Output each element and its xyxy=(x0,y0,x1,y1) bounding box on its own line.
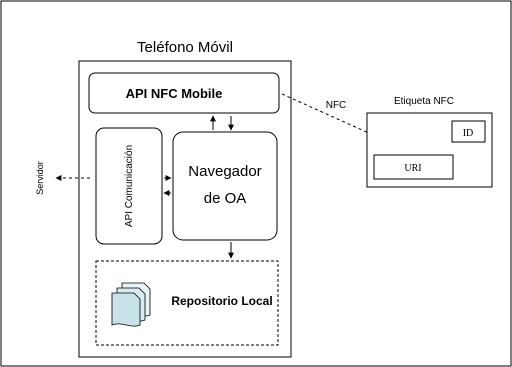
repositorio-local-label: Repositorio Local xyxy=(171,294,272,308)
nfc-link-label: NFC xyxy=(326,100,347,111)
servidor-label: Servidor xyxy=(35,161,45,195)
phone-title: Teléfono Móvil xyxy=(137,39,233,56)
api-nfc-mobile-box xyxy=(88,72,280,114)
tag-uri-label: URI xyxy=(404,163,421,174)
navegador-label-line1: Navegador xyxy=(188,163,261,180)
repositorio-local-box xyxy=(95,260,279,346)
api-nfc-mobile-label: API NFC Mobile xyxy=(126,86,223,101)
tag-id-label: ID xyxy=(463,128,474,139)
navegador-box xyxy=(172,131,278,241)
phone-box xyxy=(78,60,292,358)
tag-uri-box xyxy=(373,154,454,180)
nfc-link-arrow xyxy=(281,93,383,140)
api-comunicacion-label: API Comunicación xyxy=(124,145,135,227)
tag-id-box xyxy=(451,120,486,143)
api-comunicacion-box xyxy=(95,127,163,245)
etiqueta-nfc-title: Etiqueta NFC xyxy=(394,96,454,107)
document-stack-icon xyxy=(111,282,151,327)
navegador-label-line2: de OA xyxy=(204,190,247,207)
